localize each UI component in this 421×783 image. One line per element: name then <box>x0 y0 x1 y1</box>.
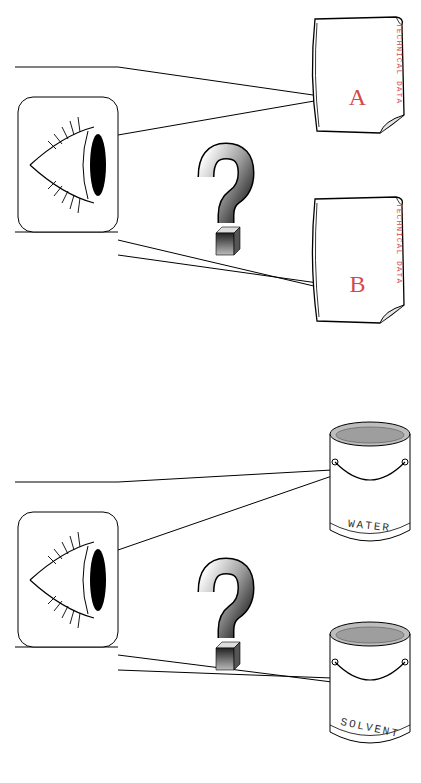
data-sheet: B TECHNICAL DATA <box>305 195 410 327</box>
paint-can: SOLVENT <box>328 618 412 752</box>
page-curl <box>380 305 404 323</box>
sight-line <box>15 647 332 682</box>
paint-can: WATER <box>328 418 412 550</box>
question-mark-symbol <box>206 566 246 670</box>
can-lid <box>330 422 410 446</box>
eye-symbol <box>18 512 118 647</box>
can-body <box>330 634 410 743</box>
can-body <box>330 434 410 541</box>
page-edge <box>315 203 319 317</box>
sheet-outline <box>305 195 410 327</box>
can-handle <box>335 662 405 680</box>
sheet-letter: B <box>349 271 365 298</box>
question-mark-symbol <box>206 151 246 255</box>
can-lid <box>330 622 410 646</box>
can-handle <box>335 462 405 480</box>
sheet-heading: TECHNICAL DATA <box>395 23 404 104</box>
page-curl <box>380 115 404 133</box>
eye-symbol <box>18 97 118 232</box>
sheet-letter: A <box>349 84 366 111</box>
sheet-outline <box>305 15 410 137</box>
can-contents <box>336 627 404 643</box>
sight-line <box>15 232 318 287</box>
data-sheet: A TECHNICAL DATA <box>305 15 410 137</box>
sheet-page <box>312 197 404 323</box>
page-edge <box>315 23 319 127</box>
sheet-heading: TECHNICAL DATA <box>395 203 404 284</box>
sheet-page <box>312 17 404 133</box>
can-contents <box>336 427 404 443</box>
